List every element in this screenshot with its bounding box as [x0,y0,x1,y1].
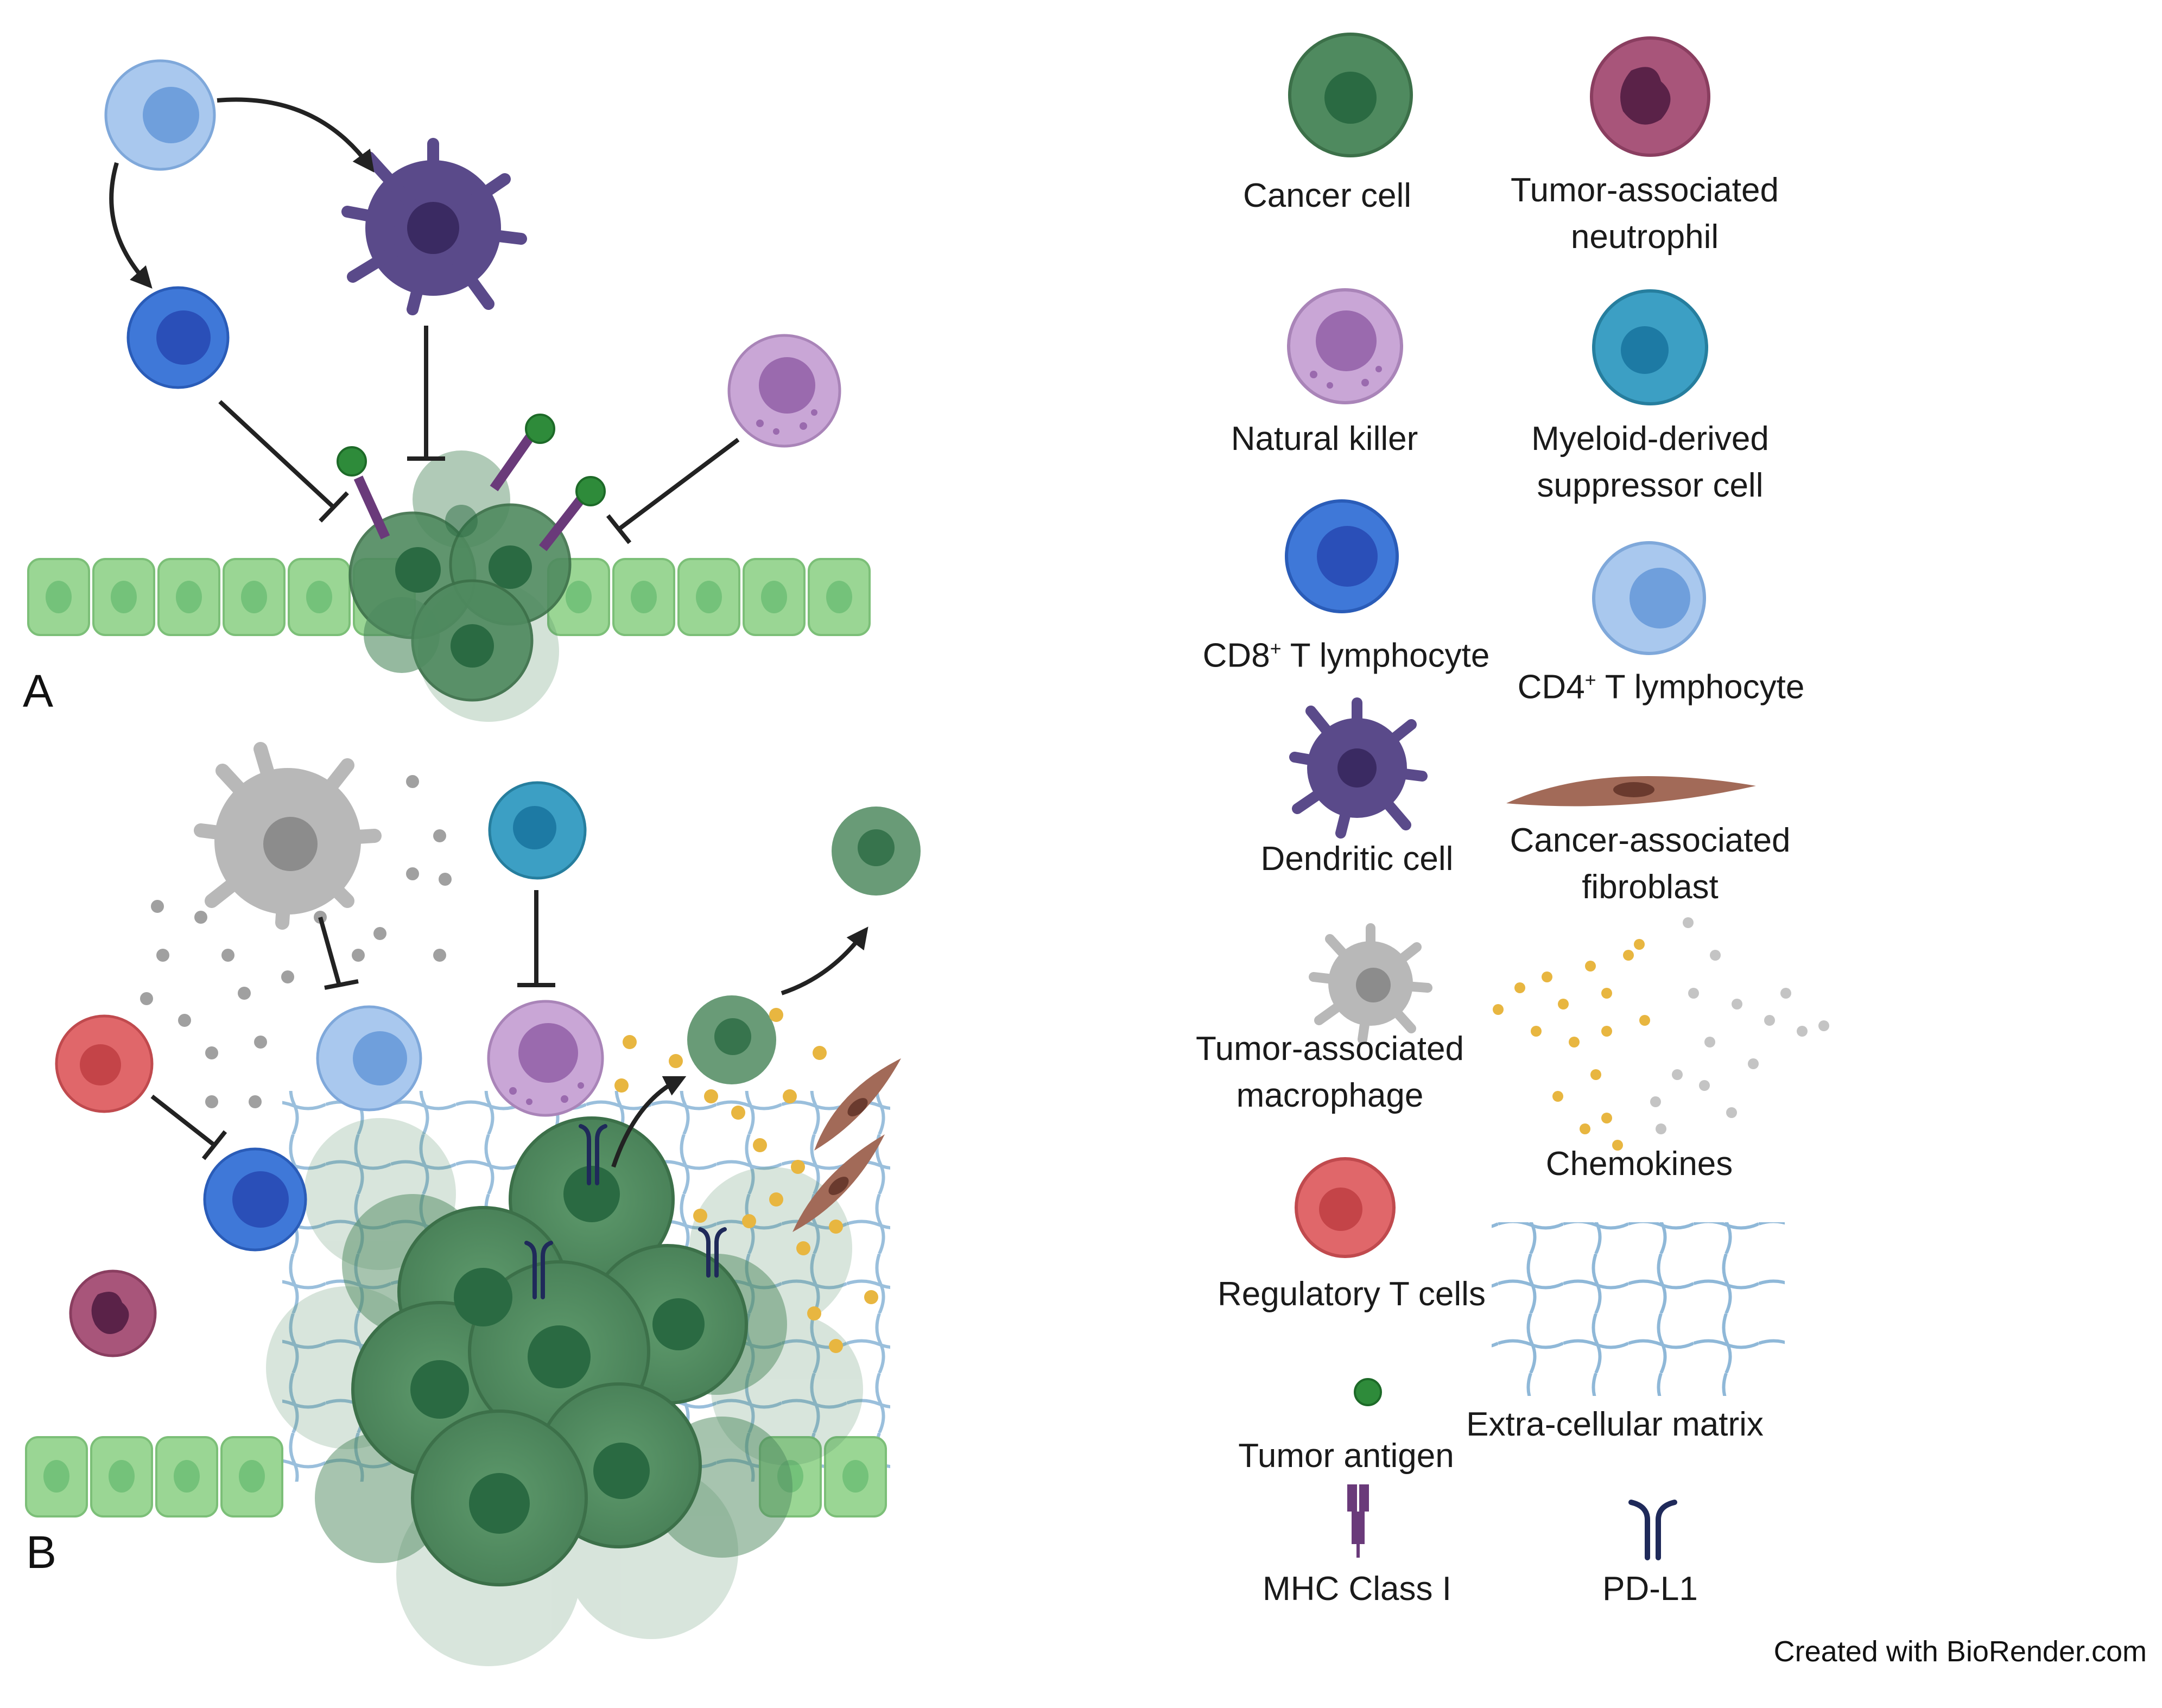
legend-macrophage-icon [1309,923,1432,1044]
legend-ecm-icon [1492,1222,1785,1396]
legend-cd4-icon [1592,541,1706,655]
credit-text: Created with BioRender.com [1773,1635,2147,1668]
legend-label-pdl1: PD-L1 [1602,1570,1698,1608]
legend-label-mhc: MHC Class I [1263,1570,1451,1608]
panel-a-cd4-cell [104,59,216,171]
panel-label-a: A [23,665,54,716]
panel-b-fibroblasts [792,1058,901,1232]
legend-label-ecm: Extra-cellular matrix [1466,1406,1764,1443]
panel-b-inhibition-lines [150,890,555,1160]
panel-a-epithelium [27,558,871,636]
panel-b-nk-cell [487,1000,604,1117]
legend-label-cd4: CD4+ T lymphocyte [1517,668,1805,706]
legend-label-cd8: CD8+ T lymphocyte [1202,637,1490,675]
legend-cancer-cell-icon [1288,33,1413,157]
legend-treg-icon [1295,1157,1396,1258]
panel-b-neutrophil [69,1269,157,1357]
panel-a-cd8-cell [126,286,230,389]
legend-nk-icon [1287,288,1403,404]
legend-fibroblast-icon [1506,776,1756,807]
legend-dendritic-icon [1289,697,1428,839]
legend-label-dendritic: Dendritic cell [1260,840,1454,878]
panel-b-cd4-cell [316,1005,422,1112]
legend-pdl1-icon [1628,1500,1677,1560]
legend-chemokines-icon [1493,917,1829,1151]
panel-b-pdl1 [524,1124,727,1299]
legend-cd8-icon [1285,499,1399,613]
panel-a-dendritic-cell [341,138,527,315]
legend-label-chemokines: Chemokines [1545,1145,1733,1183]
panel-a-arrows [109,97,740,544]
panel-b-macrophage [194,742,382,930]
legend-label-cancer-cell: Cancer cell [1242,177,1412,214]
legend-label-tumor-antigen: Tumor antigen [1238,1437,1454,1475]
panel-b-escape-arrows [611,926,868,1168]
panel-b-cytokines [140,775,452,1108]
panel-a-mhc-antigen [337,414,606,551]
panel-b-treg [55,1014,154,1113]
panel-b-cd8-cell [203,1147,307,1252]
panel-b-mdsc [488,781,587,880]
legend-label-treg: Regulatory T cells [1218,1275,1486,1313]
legend-label-nk: Natural killer [1231,420,1418,458]
legend-icons [1285,33,1829,1560]
panel-b-escaping-cancer-cell [687,807,921,1084]
panel-label-b: B [26,1527,57,1578]
panel-b-chemokines [614,1008,878,1353]
panel-a-tumor [348,450,572,722]
legend-tumor-antigen-icon [1354,1378,1382,1406]
panel-a-nk-cell [727,334,841,448]
legend-neutrophil-icon [1590,36,1710,157]
panel-b-tumor-mass [266,1116,863,1666]
legend-mhc-icon [1347,1484,1369,1558]
legend-mdsc-icon [1592,289,1708,405]
